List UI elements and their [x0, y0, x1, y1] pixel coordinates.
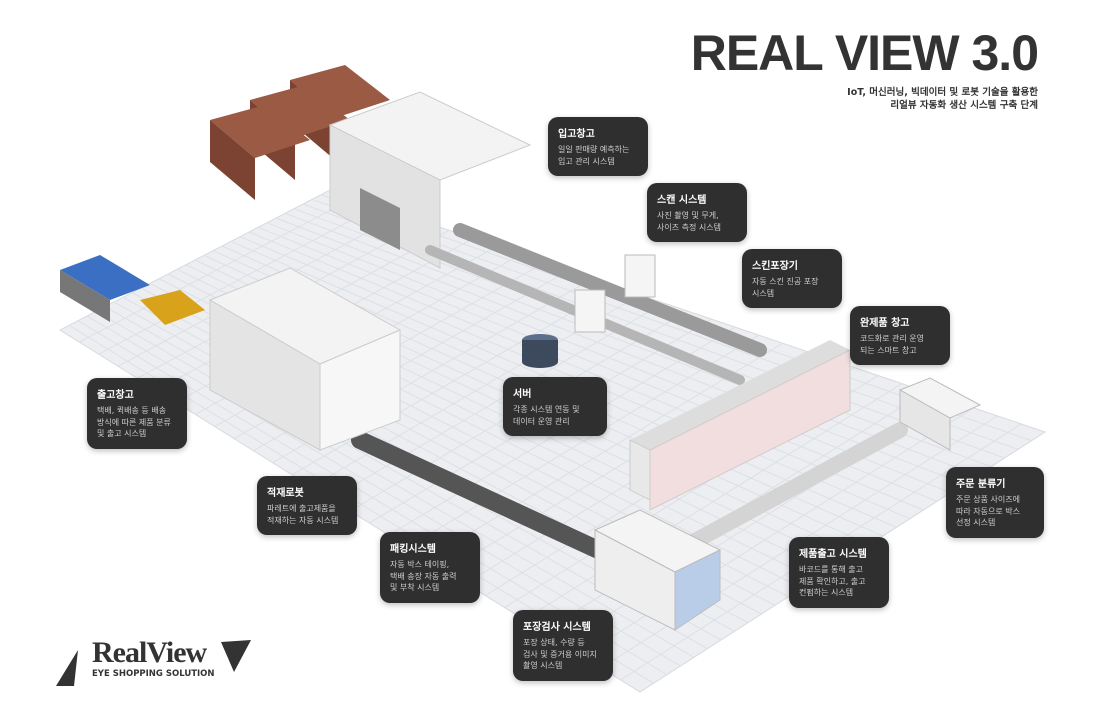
grid-line	[95, 310, 695, 658]
order-sorter	[898, 377, 982, 451]
grid-line	[86, 315, 681, 667]
callout-title: 적재로봇	[267, 488, 304, 499]
callout-desc: 주문 상품 사이즈에 따라 자동으로 박스 선정 시스템	[956, 495, 1020, 527]
realview-logo: RealView EYE SHOPPING SOLUTION	[56, 636, 256, 686]
callout-desc: 파레트에 출고제품을 적재하는 자동 시스템	[267, 504, 339, 525]
callout-desc: 포장 상태, 수량 등 검사 및 증거용 이미지 촬영 시스템	[523, 638, 597, 670]
finished-goods-storage	[629, 340, 851, 511]
callout-title: 포장검사 시스템	[523, 622, 591, 633]
outbound-warehouse	[208, 267, 402, 451]
callout-desc: 바코드를 통해 출고 제품 확인하고, 출고 컨펌하는 시스템	[799, 565, 866, 597]
callout-desc: 자동 박스 테이핑, 택배 송장 자동 출력 및 부착 시스템	[390, 560, 457, 592]
callout-title: 스캔 시스템	[657, 195, 707, 206]
callout-server: 서버 각종 시스템 연동 및 데이터 운영 관리	[503, 377, 607, 436]
callout-loading-robot: 적재로봇 파레트에 출고제품을 적재하는 자동 시스템	[257, 476, 357, 535]
callout-outbound-warehouse: 출고창고 택배, 퀵배송 등 배송 방식에 따른 제품 분류 및 출고 시스템	[87, 378, 187, 449]
logo-tagline: EYE SHOPPING SOLUTION	[92, 669, 215, 679]
subtitle-line-1: IoT, 머신러닝, 빅데이터 및 로봇 기술을 활용한	[847, 87, 1038, 98]
logo-swoosh-icon	[56, 640, 251, 686]
callout-title: 패킹시스템	[390, 544, 436, 555]
inspection-machine	[593, 509, 722, 631]
inbound-warehouse	[328, 91, 532, 269]
callout-title: 서버	[513, 389, 532, 400]
callout-desc: 일일 판매량 예측하는 입고 관리 시스템	[558, 145, 630, 166]
callout-desc: 코드화로 관리 운영 되는 스마트 창고	[860, 334, 924, 355]
callout-desc: 각종 시스템 연동 및 데이터 운영 관리	[513, 405, 580, 426]
callout-title: 스킨포장기	[752, 261, 798, 272]
callout-skin-packer: 스킨포장기 자동 스킨 진공 포장 시스템	[742, 249, 842, 308]
callout-finished-goods-warehouse: 완제품 창고 코드화로 관리 운영 되는 스마트 창고	[850, 306, 950, 365]
callout-scan-system: 스캔 시스템 사진 촬영 및 무게, 사이즈 측정 시스템	[647, 183, 747, 242]
callout-title: 주문 분류기	[956, 479, 1006, 490]
courier-truck	[60, 255, 205, 325]
callout-packing-system: 패킹시스템 자동 박스 테이핑, 택배 송장 자동 출력 및 부착 시스템	[380, 532, 480, 603]
callout-product-shipping: 제품출고 시스템 바코드를 통해 출고 제품 확인하고, 출고 컨펌하는 시스템	[789, 537, 889, 608]
callout-title: 완제품 창고	[860, 318, 910, 329]
page-title: REAL VIEW 3.0	[690, 25, 1039, 81]
callout-desc: 택배, 퀵배송 등 배송 방식에 따른 제품 분류 및 출고 시스템	[97, 406, 171, 438]
callout-desc: 자동 스킨 진공 포장 시스템	[752, 277, 819, 298]
callout-inbound-warehouse: 입고창고 일일 판매량 예측하는 입고 관리 시스템	[548, 117, 648, 176]
callout-title: 제품출고 시스템	[799, 549, 867, 560]
delivery-trucks	[210, 65, 390, 200]
logo-name: RealView	[92, 636, 207, 669]
server	[522, 334, 558, 368]
callout-desc: 사진 촬영 및 무게, 사이즈 측정 시스템	[657, 211, 721, 232]
callout-packaging-inspection: 포장검사 시스템 포장 상태, 수량 등 검사 및 증거용 이미지 촬영 시스템	[513, 610, 613, 681]
scanners	[574, 254, 656, 333]
callout-title: 출고창고	[97, 390, 134, 401]
page-subtitle: IoT, 머신러닝, 빅데이터 및 로봇 기술을 활용한 리얼뷰 자동화 생산 …	[847, 86, 1038, 112]
callout-title: 입고창고	[558, 129, 595, 140]
subtitle-line-2: 리얼뷰 자동화 생산 시스템 구축 단계	[890, 100, 1038, 111]
callout-order-sorter: 주문 분류기 주문 상품 사이즈에 따라 자동으로 박스 선정 시스템	[946, 467, 1044, 538]
